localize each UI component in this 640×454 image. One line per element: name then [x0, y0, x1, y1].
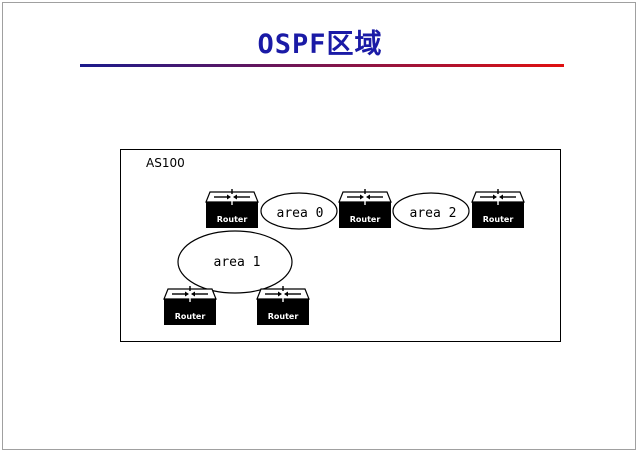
- area-0-ellipse: area 0: [260, 192, 338, 230]
- title-rule: [80, 64, 564, 67]
- area-2-ellipse: area 2: [392, 192, 470, 230]
- autonomous-system-box: [120, 149, 561, 342]
- area-1-label: area 1: [214, 255, 261, 270]
- router-1-label: Router: [217, 215, 248, 224]
- router-3: Router: [471, 188, 525, 229]
- router-5-label: Router: [268, 312, 299, 321]
- router-2-label: Router: [350, 215, 381, 224]
- router-4: Router: [163, 285, 217, 326]
- router-5: Router: [256, 285, 310, 326]
- router-1: Router: [205, 188, 259, 229]
- router-3-label: Router: [483, 215, 514, 224]
- slide-title: OSPF区域: [257, 29, 383, 60]
- area-0-label: area 0: [277, 206, 324, 221]
- area-2-label: area 2: [410, 206, 457, 221]
- area-1-ellipse: area 1: [177, 230, 293, 294]
- router-2: Router: [338, 188, 392, 229]
- router-4-label: Router: [175, 312, 206, 321]
- as-label: AS100: [146, 156, 185, 170]
